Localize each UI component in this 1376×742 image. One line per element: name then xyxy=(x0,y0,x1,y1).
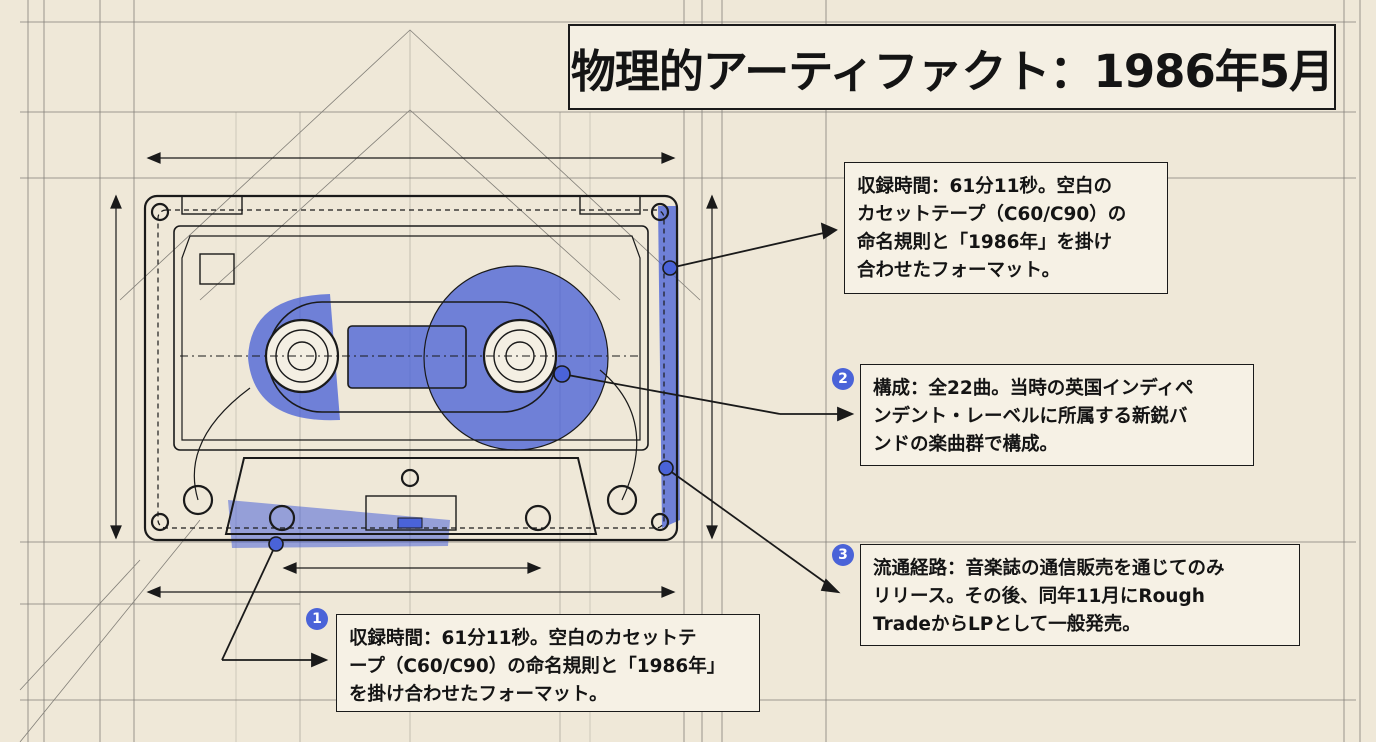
badge-3: 3 xyxy=(832,544,854,566)
note-mid-line-1: 構成：全22曲。当時の英国インディペ xyxy=(873,378,1194,399)
note-top-line-1: 収録時間：61分11秒。空白の xyxy=(857,176,1112,197)
note-top: 収録時間：61分11秒。空白の カセットテープ（C60/C90）の 命名規則と「… xyxy=(844,162,1168,294)
note-mid: 構成：全22曲。当時の英国インディペ ンデント・レーベルに所属する新鋭バ ンドの… xyxy=(860,364,1254,466)
note-rb-line-3: TradeからLPとして一般発売。 xyxy=(873,614,1141,635)
page-title: 物理的アーティファクト：1986年5月 xyxy=(570,44,1334,98)
callout-leaders xyxy=(221,222,855,668)
callout-anchors xyxy=(268,260,678,552)
note-rb-line-1: 流通経路：音楽誌の通信販売を通じてのみ xyxy=(873,558,1225,579)
note-right-bottom: 流通経路：音楽誌の通信販売を通じてのみ リリース。その後、同年11月にRough… xyxy=(860,544,1300,646)
note-mid-line-2: ンデント・レーベルに所属する新鋭バ xyxy=(873,406,1188,427)
cassette-body xyxy=(143,194,679,542)
note-top-line-2: カセットテープ（C60/C90）の xyxy=(857,204,1127,225)
note-top-line-4: 合わせたフォーマット。 xyxy=(857,260,1061,281)
note-top-line-3: 命名規則と「1986年」を掛け xyxy=(857,232,1112,253)
note-bottom-line-1: 収録時間：61分11秒。空白のカセットテ xyxy=(349,628,697,649)
note-mid-line-3: ンドの楽曲群で構成。 xyxy=(873,434,1059,455)
note-bottom-line-2: ープ（C60/C90）の命名規則と「1986年」 xyxy=(349,656,726,677)
title-box: 物理的アーティファクト：1986年5月 xyxy=(568,24,1336,110)
note-bottom: 収録時間：61分11秒。空白のカセットテ ープ（C60/C90）の命名規則と「1… xyxy=(336,614,760,712)
note-rb-line-2: リリース。その後、同年11月にRough xyxy=(873,586,1205,607)
badge-2: 2 xyxy=(832,368,854,390)
dimension-lines xyxy=(110,152,718,598)
badge-1: 1 xyxy=(306,608,328,630)
note-bottom-line-3: を掛け合わせたフォーマット。 xyxy=(349,684,608,705)
